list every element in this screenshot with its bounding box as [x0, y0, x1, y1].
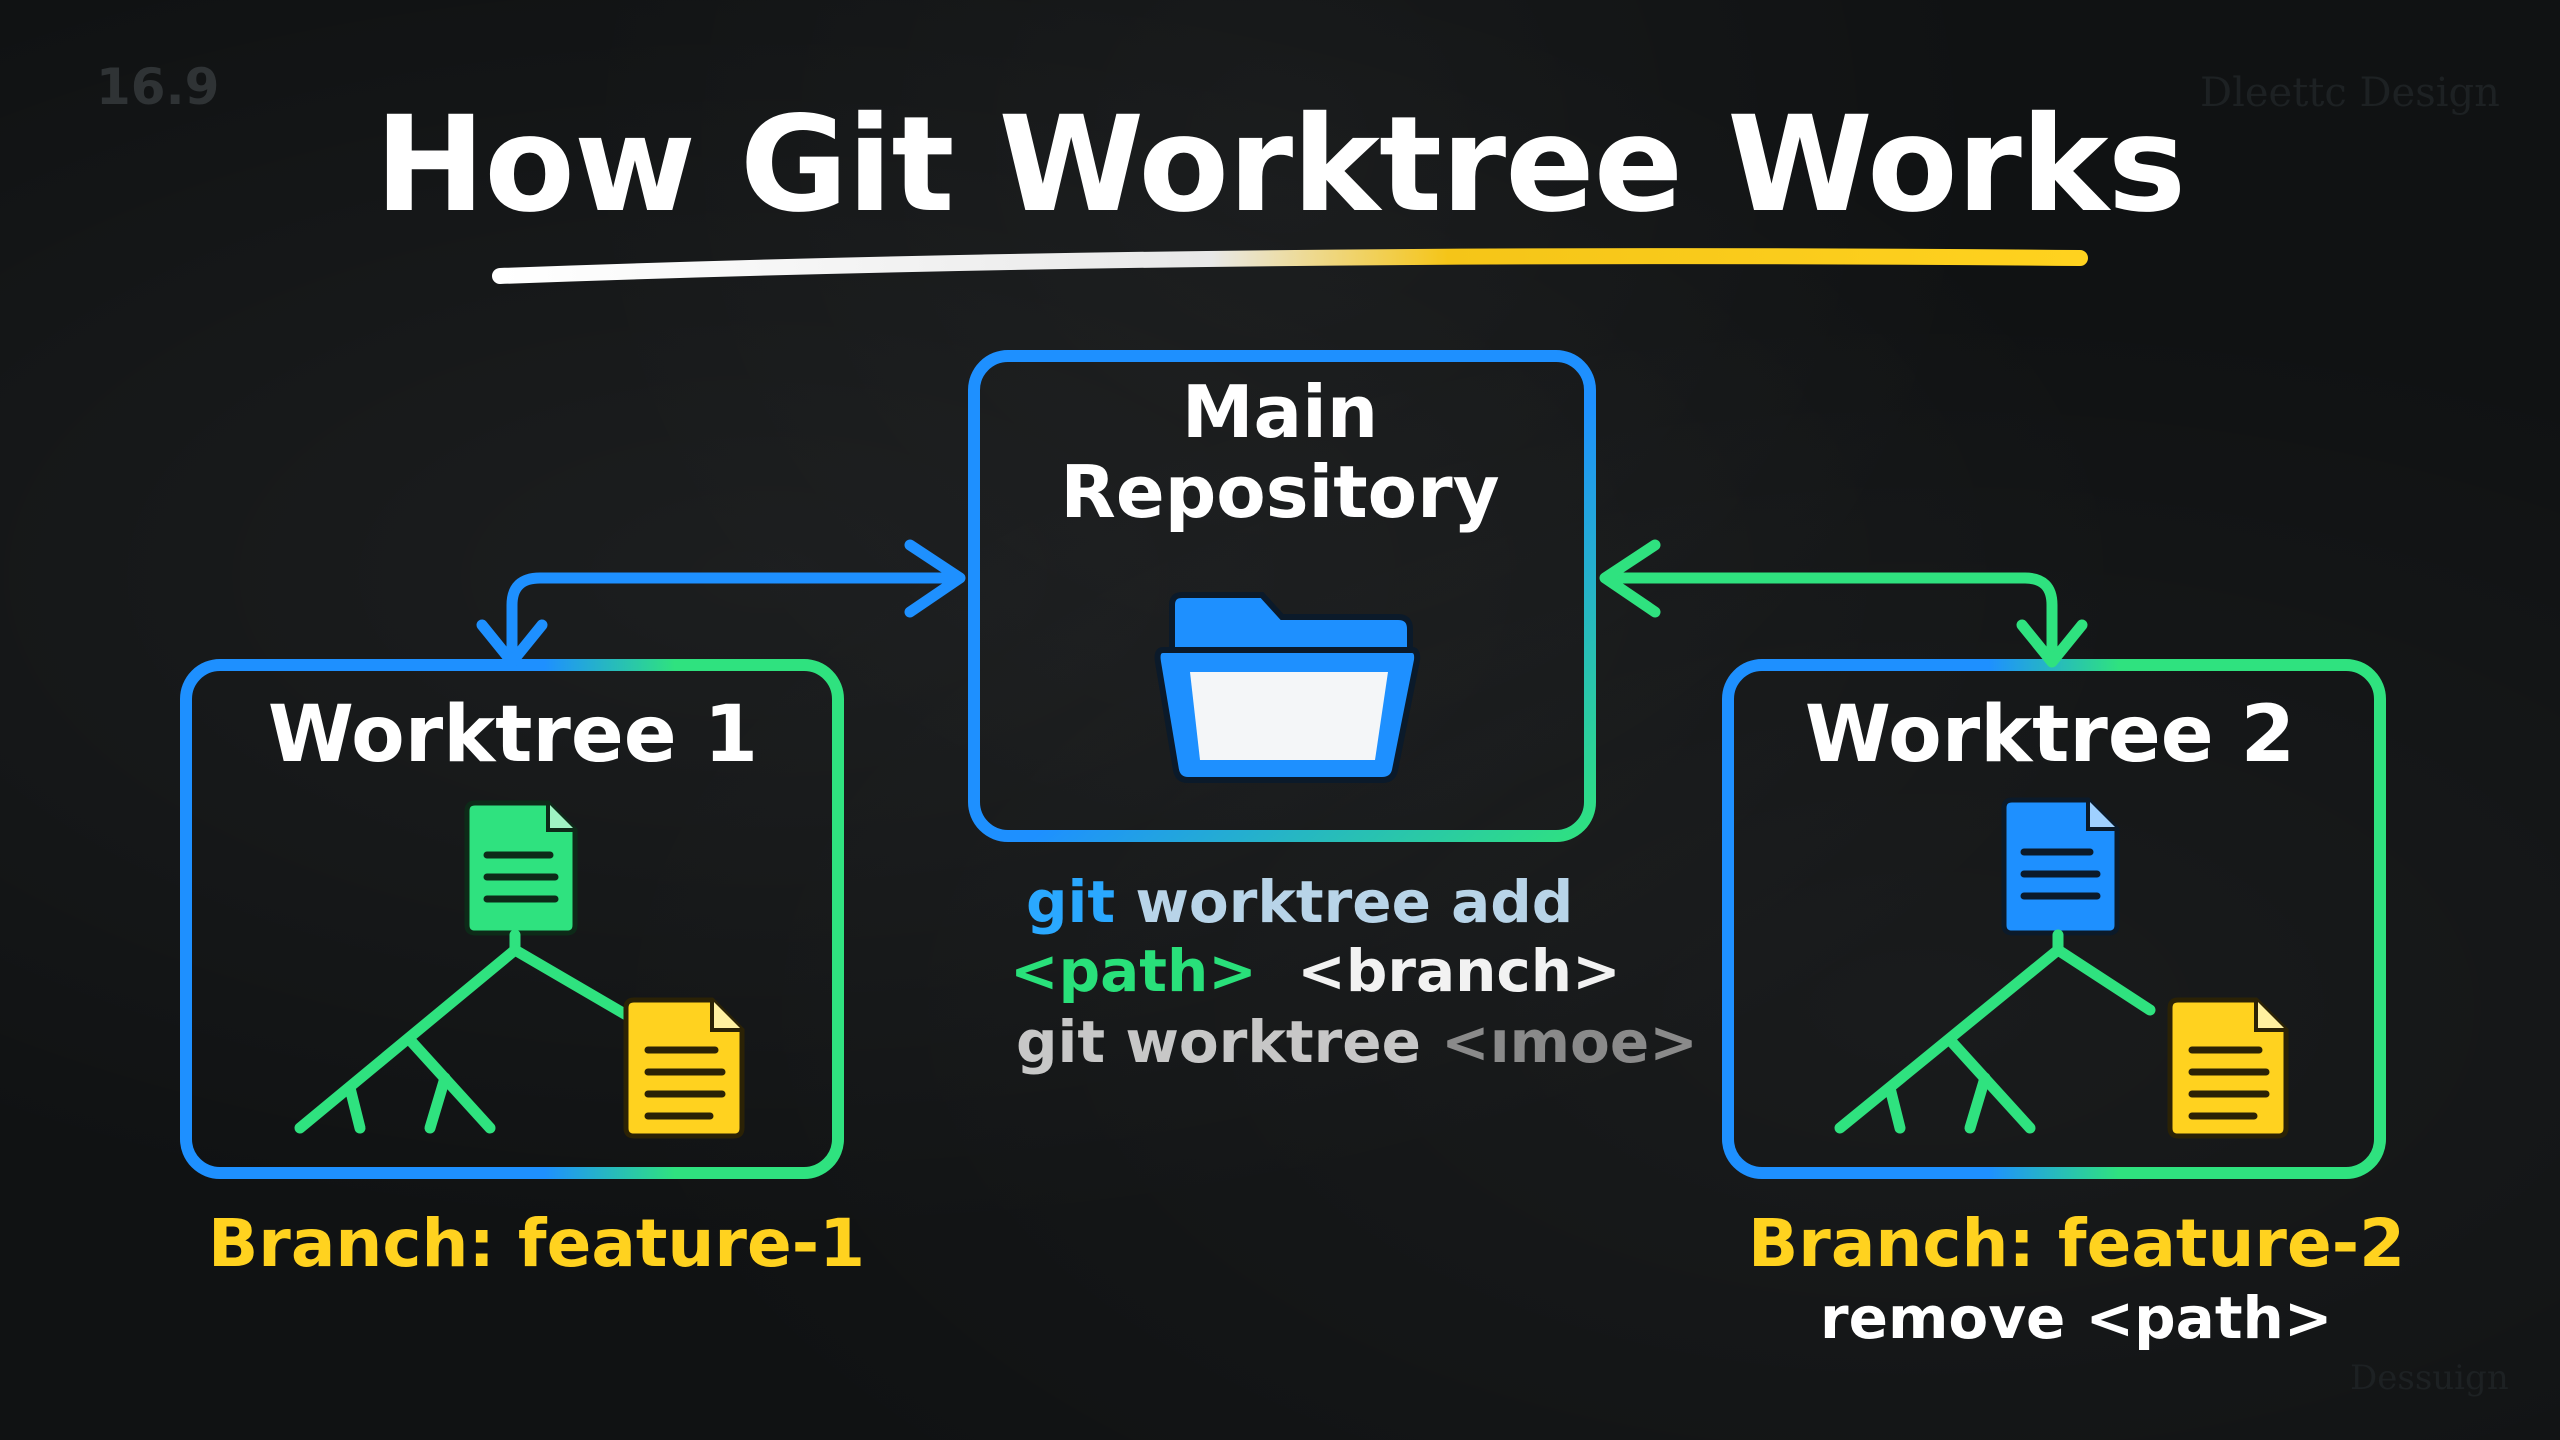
branch-tree-icon: [1834, 929, 2156, 1134]
worktree2-title: Worktree 2: [1804, 690, 2296, 780]
command-git-keyword: git: [1026, 868, 1116, 936]
document-icon: [464, 800, 578, 936]
command-path-arg: <path>: [1010, 937, 1257, 1005]
command-garbled-arg: <ımoe>: [1441, 1008, 1698, 1076]
watermark-bottom: Dessuign: [2350, 1358, 2509, 1398]
worktree1-title: Worktree 1: [267, 690, 759, 780]
command-line-3: git worktree <ımoe>: [1016, 1008, 1698, 1076]
right-link-arrow: [1599, 539, 2088, 668]
document-icon: [623, 997, 745, 1139]
main-repo-title: Main Repository: [1060, 370, 1500, 534]
command-git-worktree: git worktree: [1016, 1008, 1421, 1076]
watermark-top: Dleettc Design: [2200, 70, 2500, 116]
command-line-4: remove <path>: [1820, 1284, 2333, 1352]
worktree2-branch-label: Branch: feature-2: [1748, 1205, 2406, 1282]
document-icon: [2001, 797, 2120, 936]
page-title: How Git Worktree Works: [374, 88, 2186, 242]
title-underline: [492, 248, 2088, 284]
command-branch-arg: <branch>: [1297, 937, 1621, 1005]
aspect-ratio-label: 16.9: [96, 58, 220, 116]
folder-icon: [1154, 592, 1421, 783]
command-worktree-add: worktree add: [1135, 868, 1574, 936]
command-line-2: <path> <branch>: [1010, 937, 1621, 1005]
command-line-1: git worktree add: [1026, 868, 1573, 936]
worktree1-branch-label: Branch: feature-1: [208, 1205, 866, 1282]
main-repo-box: [968, 350, 1596, 842]
branch-tree-icon: [294, 929, 641, 1134]
left-link-arrow: [476, 539, 966, 668]
document-icon: [2167, 997, 2289, 1139]
